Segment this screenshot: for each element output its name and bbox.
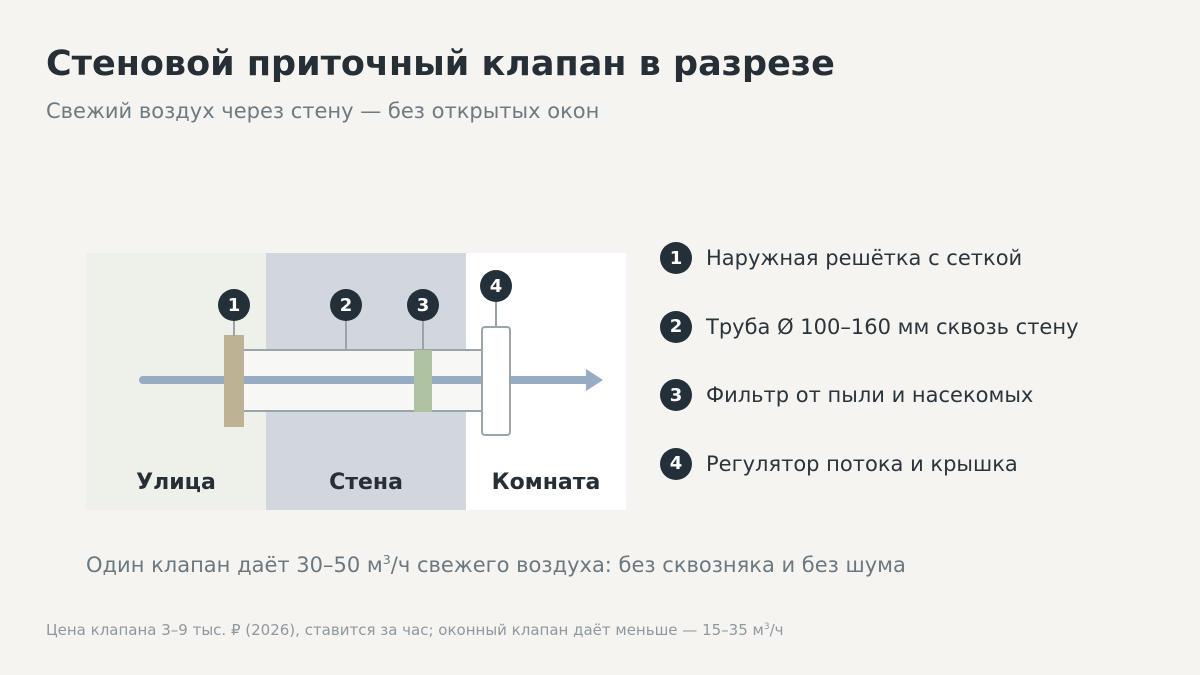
filter	[414, 350, 432, 412]
legend-number-badge: 4	[660, 447, 692, 480]
valve-cross-section-diagram: 1 2 3 4 Улица Стена Комната	[86, 253, 626, 510]
marker-2-number: 2	[340, 295, 353, 316]
outer-grille	[224, 335, 244, 427]
zone-label-street: Улица	[136, 470, 216, 495]
summary-text-start: Один клапан даёт 30–50 м	[86, 553, 383, 577]
legend-number-badge: 2	[660, 310, 692, 343]
summary-text: Один клапан даёт 30–50 м3/ч свежего возд…	[86, 549, 906, 581]
legend-label: Труба Ø 100–160 мм сквозь стену	[706, 314, 1079, 339]
zone-label-wall: Стена	[329, 470, 403, 495]
marker-2: 2	[330, 289, 362, 321]
footnote: Цена клапана 3–9 тыс. ₽ (2026), ставится…	[46, 618, 784, 642]
legend-item: 3 Фильтр от пыли и насекомых	[660, 377, 1079, 413]
marker-3: 3	[407, 289, 439, 321]
summary-text-end: /ч свежего воздуха: без сквозняка и без …	[390, 553, 906, 577]
airflow-arrow-head	[586, 369, 603, 391]
page-subtitle: Свежий воздух через стену — без открытых…	[46, 99, 600, 123]
footnote-end: /ч	[769, 621, 784, 639]
footnote-superscript: 3	[763, 622, 770, 632]
summary-superscript: 3	[382, 552, 391, 567]
legend-number-badge: 1	[660, 242, 692, 274]
marker-3-number: 3	[417, 295, 430, 316]
marker-1: 1	[218, 289, 250, 321]
marker-4: 4	[480, 270, 512, 302]
zone-label-room: Комната	[492, 470, 601, 495]
marker-1-number: 1	[228, 295, 241, 316]
marker-4-number: 4	[490, 276, 503, 297]
legend-item: 2 Труба Ø 100–160 мм сквозь стену	[660, 309, 1079, 345]
flow-regulator-cap	[481, 326, 511, 436]
legend-number-badge: 3	[660, 379, 692, 411]
legend-item: 1 Наружная решётка с сеткой	[660, 240, 1079, 276]
component-legend: 1 Наружная решётка с сеткой 2 Труба Ø 10…	[660, 240, 1079, 514]
page-title: Стеновой приточный клапан в разрезе	[46, 44, 835, 84]
legend-label: Регулятор потока и крышка	[706, 451, 1018, 476]
legend-item: 4 Регулятор потока и крышка	[660, 446, 1079, 482]
legend-label: Наружная решётка с сеткой	[706, 246, 1023, 270]
footnote-start: Цена клапана 3–9 тыс. ₽ (2026), ставится…	[46, 621, 764, 639]
legend-label: Фильтр от пыли и насекомых	[706, 383, 1034, 407]
